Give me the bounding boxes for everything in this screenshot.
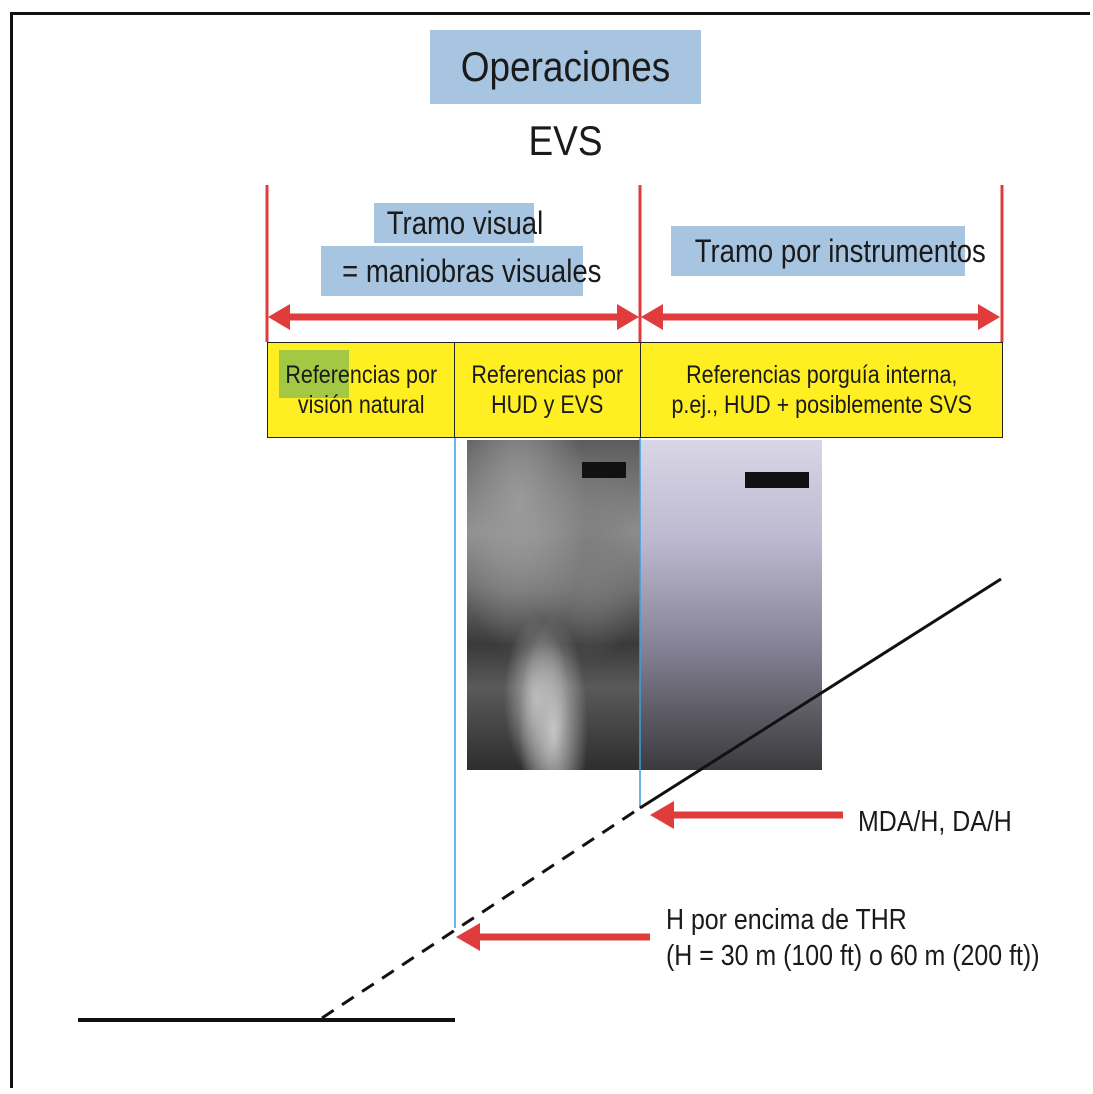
hud-evs-reference-box: Referencias por HUD y EVS xyxy=(454,342,641,438)
hud-evs-line1: Referencias por xyxy=(471,361,624,389)
slide-title: Operaciones EVS xyxy=(430,30,702,164)
instrument-segment-label: Tramo por instrumentos xyxy=(671,226,986,276)
instrument-timestamp-overlay xyxy=(745,472,809,488)
instrument-segment-double-arrow xyxy=(641,304,1000,330)
text-highlight xyxy=(279,350,349,398)
internal-guidance-line2: p.ej., HUD + posiblemente SVS xyxy=(671,391,972,419)
minimums-pointer-arrow xyxy=(650,801,843,829)
natural-vision-reference-box: Referencias por visión natural xyxy=(267,342,455,438)
threshold-height-line1: H por encima de THR xyxy=(666,904,907,936)
natural-vision-line1: Referencias por xyxy=(285,361,437,389)
evs-infrared-image xyxy=(467,440,640,770)
threshold-height-label: H por encima de THR (H = 30 m (100 ft) o… xyxy=(666,902,1093,974)
instrument-view-image xyxy=(640,440,822,770)
slide-frame xyxy=(10,12,1090,1088)
visual-glide-path-dashed xyxy=(321,806,641,1020)
minimums-label: MDA/H, DA/H xyxy=(858,806,1012,838)
instrument-glide-path xyxy=(639,577,1002,810)
natural-vision-line2: visión natural xyxy=(297,391,425,419)
visual-segment-double-arrow xyxy=(268,304,639,330)
evs-timestamp-overlay xyxy=(582,462,626,478)
internal-guidance-reference-box: Referencias porguía interna, p.ej., HUD … xyxy=(640,342,1003,438)
threshold-height-pointer-arrow xyxy=(456,923,650,951)
visual-segment-label-line2: = maniobras visuales xyxy=(321,246,601,296)
threshold-height-line2: (H = 30 m (100 ft) o 60 m (200 ft)) xyxy=(666,940,1040,972)
internal-guidance-line1: Referencias porguía interna, xyxy=(685,361,958,389)
hud-evs-line2: HUD y EVS xyxy=(491,391,604,419)
visual-segment-label-line1: Tramo visual xyxy=(374,203,543,243)
